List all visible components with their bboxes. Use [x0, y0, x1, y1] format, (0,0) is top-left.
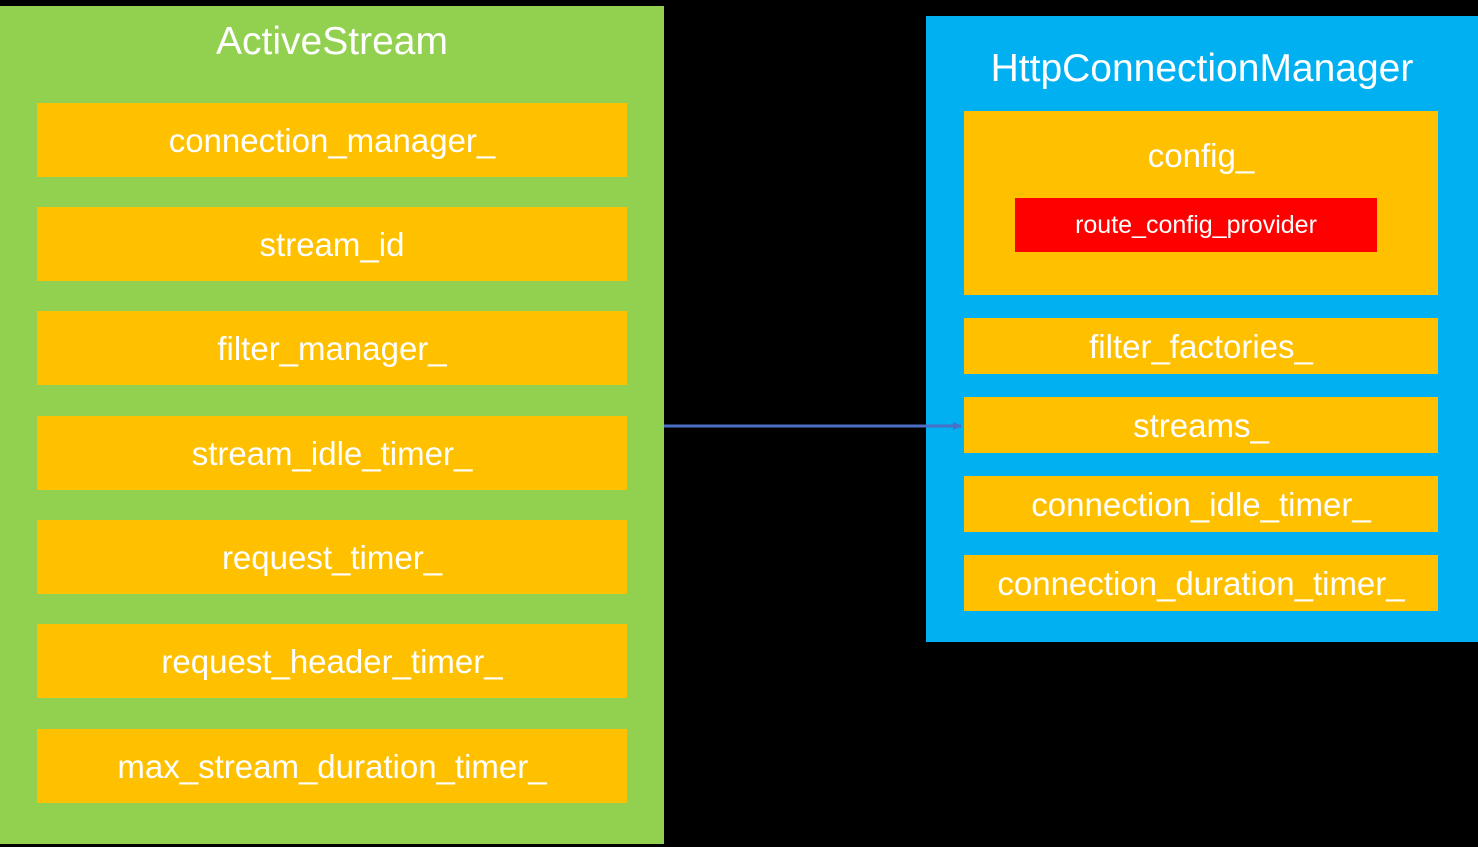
member-box-filter-manager[interactable]: filter_manager_ [37, 311, 627, 385]
member-box-config-label: config_ [1147, 137, 1255, 174]
member-box-stream-idle-timer[interactable]: stream_idle_timer_ [37, 416, 627, 490]
nested-box-route-config-provider[interactable]: route_config_provider [1015, 198, 1377, 252]
member-box-max-stream-duration-timer[interactable]: max_stream_duration_timer_ [37, 729, 627, 803]
connector-arrow-icon [664, 422, 962, 430]
panel-title-http-connection-manager: HttpConnectionManager [990, 47, 1414, 90]
member-box-request-header-timer[interactable]: request_header_timer_ [37, 624, 627, 698]
class-panel-http-connection-manager: HttpConnectionManager config_ route_conf… [926, 16, 1478, 642]
member-box-request-timer[interactable]: request_timer_ [37, 520, 627, 594]
member-box-stream-id[interactable]: stream_id [37, 207, 627, 281]
member-box-connection-manager[interactable]: connection_manager_ [37, 103, 627, 177]
member-box-connection-idle-timer[interactable]: connection_idle_timer_ [964, 476, 1438, 532]
member-box-filter-factories[interactable]: filter_factories_ [964, 318, 1438, 374]
member-box-streams[interactable]: streams_ [964, 397, 1438, 453]
panel-title-active-stream: ActiveStream [216, 20, 448, 63]
member-box-config[interactable]: config_ route_config_provider [964, 111, 1438, 295]
class-panel-active-stream: ActiveStream connection_manager_ stream_… [0, 6, 664, 844]
member-box-connection-duration-timer[interactable]: connection_duration_timer_ [964, 555, 1438, 611]
